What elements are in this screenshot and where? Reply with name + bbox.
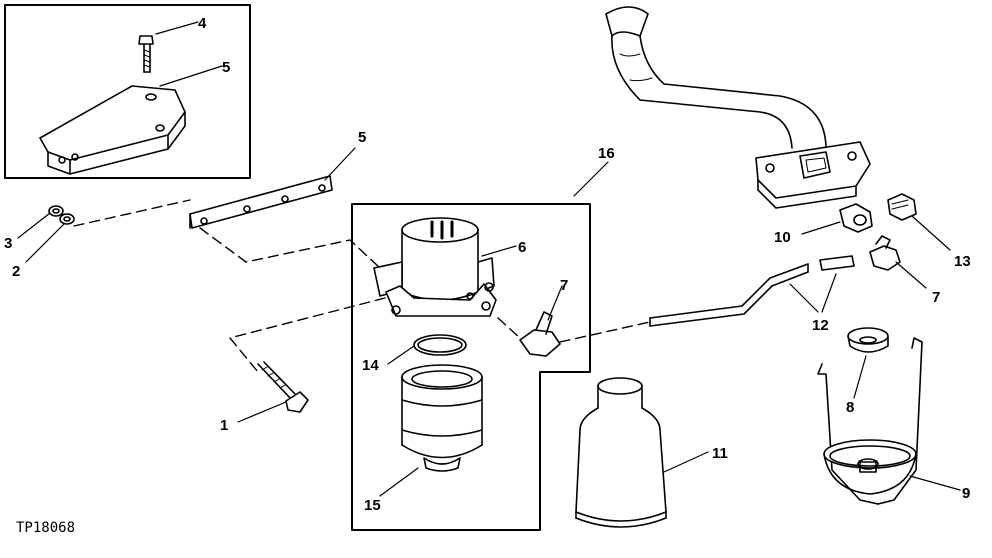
inset-bracket-part-5	[39, 85, 186, 175]
inset-leaders	[155, 21, 223, 87]
callout-8: 8	[846, 399, 854, 416]
callout-2: 2	[12, 263, 20, 280]
callout-16: 16	[598, 145, 615, 162]
filter-head-part-6	[373, 217, 517, 317]
callout-labels: 4 5 5 16 3 2 6 7 14 1 15 11 10 13 7 12 8…	[4, 15, 971, 536]
callout-6: 6	[518, 239, 526, 256]
callout-11: 11	[712, 445, 728, 462]
manifold-hose	[605, 6, 871, 209]
inset-bolt-part-4	[138, 35, 154, 73]
elbow-fitting-part-7-right	[869, 235, 927, 289]
nut-washer-parts-2-3	[17, 205, 75, 263]
callout-4: 4	[198, 15, 207, 32]
fitting-part-13	[887, 193, 951, 251]
bowl-part-15	[379, 364, 483, 497]
cap-part-8	[847, 327, 889, 399]
elbow-fitting-part-7-left	[519, 285, 563, 357]
callout-15: 15	[364, 497, 381, 514]
callout-1: 1	[220, 417, 228, 434]
callout-13: 13	[954, 253, 971, 270]
tube-part-12	[649, 255, 855, 327]
bolt-part-1	[237, 361, 309, 423]
callout-14: 14	[362, 357, 379, 374]
plug-part-10	[801, 203, 873, 235]
callout-5: 5	[358, 129, 366, 146]
filter-element-part-11	[575, 377, 709, 528]
callout-10: 10	[774, 229, 791, 246]
callout-3: 3	[4, 235, 12, 252]
callout-12: 12	[812, 317, 829, 334]
bail-part-9	[817, 337, 961, 505]
alignment-dashes	[73, 199, 651, 373]
inset-box	[4, 4, 251, 179]
figure-code: TP18068	[16, 520, 75, 536]
o-ring-part-14	[387, 334, 467, 365]
bracket-bar-part-5	[189, 147, 356, 229]
callout-5-inset: 5	[222, 59, 230, 76]
callout-9: 9	[962, 485, 970, 502]
callout-7-left: 7	[560, 277, 568, 294]
callout-7-right: 7	[932, 289, 940, 306]
kit-outline-part-16	[351, 161, 609, 531]
